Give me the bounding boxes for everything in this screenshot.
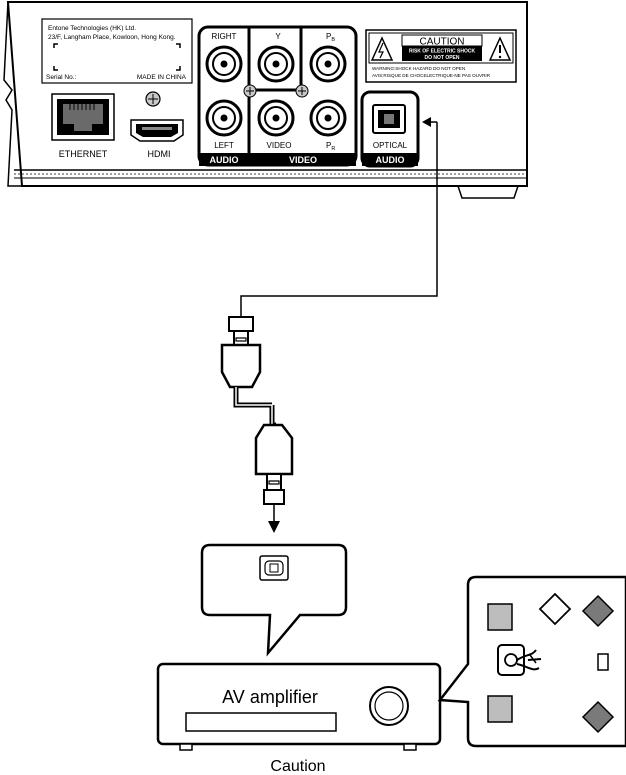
volume-knob [369,686,409,726]
rca-jack-pb [309,45,347,83]
y-label: Y [275,32,281,41]
origin-label: MADE IN CHINA [137,74,187,81]
hdmi-port: HDMI [130,119,184,159]
hdmi-label: HDMI [148,149,171,159]
video-group-label: VIDEO [289,155,317,165]
ethernet-label: ETHERNET [59,149,108,159]
screw-icon [145,91,161,107]
lightning-warning-icon [370,36,394,61]
av-amplifier: AV amplifier [156,662,442,751]
optical-label: OPTICAL [373,141,408,150]
optical-port: AUDIO OPTICAL [360,90,420,168]
diamond-dark-icon [581,700,615,734]
optical-input-icon [259,555,289,581]
optical-audio-group-label: AUDIO [376,155,405,165]
company-name: Entone Technologies (HK) Ltd. [48,25,136,32]
right-label: RIGHT [212,32,237,41]
caution-title: CAUTION [420,37,465,48]
caution-line2: DO NOT OPEN [424,55,459,61]
caption: Caution [270,758,325,775]
pr-label: PR [326,141,335,152]
caution-line1: RISK OF ELECTRIC SHOCK [409,49,476,55]
audio-group-label: AUDIO [210,155,239,165]
exclamation-warning-icon [488,36,512,61]
diamond-dark-icon [581,594,615,628]
rca-jack-right [205,45,243,83]
rca-jack-pr [309,99,347,137]
amplifier-label: AV amplifier [222,687,318,707]
diamond-white-icon [538,592,572,626]
device-info-label: Entone Technologies (HK) Ltd. 23/F, Lang… [41,18,193,84]
rca-jack-left [205,99,243,137]
rca-jack-y [257,45,295,83]
rca-jack-video [257,99,295,137]
video-label: VIDEO [267,141,292,150]
ethernet-port: ETHERNET [51,93,115,159]
serial-label: Serial No.: [46,74,77,81]
caution-detail-panel [437,575,626,748]
device-back-panel [3,1,528,199]
pb-label: PB [326,32,335,43]
screw-icon [243,84,257,98]
caution-label: CAUTION RISK OF ELECTRIC SHOCK DO NOT OP… [365,29,517,83]
company-address: 23/F, Langham Place, Kowloon, Hong Kong. [48,34,176,41]
port-slot-icon [597,653,609,671]
optical-input-callout [200,543,348,657]
screw-icon [295,84,309,98]
square-gray-icon [487,603,513,631]
hand-touch-icon [497,644,542,676]
optical-cable [220,117,438,533]
square-gray-icon [487,695,513,723]
warning-text-en: WARNING:SHOCK HAZARD DO NOT OPEN [372,66,465,71]
warning-text-fr: AVIS:RISQUE DE CHOCELECTRIQUE-NE PAS OUV… [372,73,491,78]
left-label: LEFT [214,141,234,150]
